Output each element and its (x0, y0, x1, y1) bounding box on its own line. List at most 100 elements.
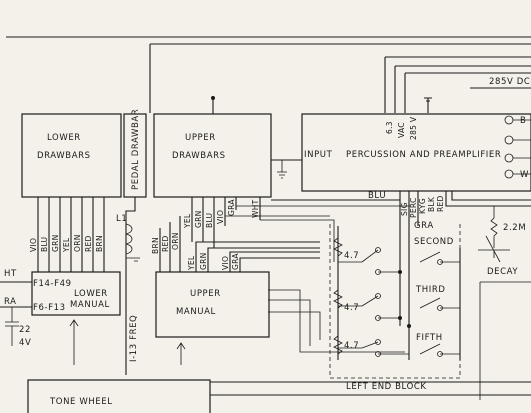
um-wire-gra: GRA (231, 253, 240, 270)
upper-manual-label-2: MANUAL (176, 307, 216, 317)
label-f14-f49: F14-F49 (33, 279, 72, 289)
label-f6-f13: F6-F13 (33, 303, 66, 313)
perc-lead-4 (445, 191, 531, 207)
upper-wire-vio: VIO (216, 210, 225, 224)
lower-manual-arrow (69, 319, 79, 365)
upper-manual-arrow (176, 342, 186, 365)
link-wire-orn: ORN (171, 232, 180, 250)
upper-manual-wires (195, 241, 320, 272)
lower-manual-label-2: MANUAL (70, 300, 110, 310)
input-ground (277, 160, 287, 179)
label-l1: L1 (116, 214, 127, 224)
capacitor (5, 307, 19, 346)
upper-wire-grn: GRN (194, 210, 203, 228)
upper-manual-label-1: UPPER (190, 289, 221, 299)
label-ht: HT (4, 269, 17, 279)
link-wire-red: RED (161, 235, 170, 252)
tone-wheel-block (27, 379, 211, 413)
l1-ground (126, 257, 140, 262)
ground-lead (424, 97, 432, 113)
upper-wire-yel: YEL (183, 213, 192, 229)
coil-l1 (125, 223, 133, 255)
label-blk: BLK (427, 196, 436, 212)
label-6-3: 6.3 (385, 121, 394, 134)
blu-wire-label: BLU (368, 191, 386, 201)
um-wire-yel: YEL (187, 255, 196, 271)
junction-switch-2 (398, 316, 402, 320)
output-jack-leads (513, 119, 531, 175)
upper-wire-gra: GRA (227, 199, 236, 216)
label-285v: 285 V (409, 116, 418, 140)
bus-3 (260, 219, 335, 262)
switch-fifth-contact (437, 351, 443, 357)
resistor-2-2m (490, 206, 498, 248)
lower-wire-orn: ORN (73, 234, 82, 252)
output-jack-3 (504, 153, 514, 163)
left-end-block-outline (329, 224, 461, 379)
switch-third-contact (437, 305, 443, 311)
output-label-b: B (520, 116, 526, 126)
lower-wire-blu: BLU (40, 237, 49, 252)
upper-manual-block (155, 271, 270, 338)
lower-wire-grn: GRN (51, 234, 60, 252)
upper-drawbar-wires (191, 197, 261, 248)
label-2-2m: 2.2M (503, 223, 526, 233)
switch-second (419, 251, 460, 263)
right-frame (479, 281, 531, 400)
resistor-4-7-c (333, 330, 343, 360)
label-285v-dc: 285V DC (489, 77, 530, 87)
top-feed-line-3 (394, 65, 531, 113)
label-red: RED (436, 195, 445, 212)
pedal-drawbar-lead (125, 197, 136, 320)
lower-wire-red: RED (84, 235, 93, 252)
top-feed-line-1 (149, 43, 531, 100)
top-feed-line-4 (404, 72, 531, 113)
left-end-block-label: LEFT END BLOCK (346, 382, 427, 392)
lower-drawbars-label-2: DRAWBARS (37, 151, 91, 161)
resistor-4-7-b (333, 284, 343, 314)
input-label: INPUT (304, 150, 333, 160)
label-4-7-a: 4.7 (344, 251, 359, 261)
percussion-preamp-label: PERCUSSION AND PREAMPLIFIER (346, 150, 501, 160)
lower-wire-yel: YEL (62, 237, 71, 253)
upper-wire-blu: BLU (205, 213, 214, 228)
label-cap-4v: 4V (19, 338, 31, 348)
label-kyg: KYG (418, 198, 427, 214)
output-label-w: W (520, 170, 529, 180)
upper-drawbars-label-2: DRAWBARS (172, 151, 226, 161)
label-i13-freq: I-13 FREQ (129, 315, 139, 362)
switch-second-contact (437, 259, 443, 265)
um-wire-grn: GRN (199, 252, 208, 270)
junction-dot (211, 96, 215, 100)
resistor-4-7-a (333, 232, 343, 262)
switch-feed-wires (268, 289, 405, 353)
lower-manual-label-1: LOWER (74, 289, 108, 299)
label-fifth: FIFTH (416, 333, 443, 343)
decay-label: DECAY (487, 267, 518, 277)
label-third: THIRD (415, 285, 446, 295)
output-jack-2 (504, 135, 514, 145)
label-4-7-c: 4.7 (344, 341, 359, 351)
label-sig: SIG (400, 202, 409, 216)
top-feed-line-2 (384, 56, 531, 113)
switch-fifth (419, 343, 460, 355)
manual-link-wires (159, 216, 181, 272)
lower-manual-block (31, 271, 121, 316)
um-wire-vio: VIO (221, 256, 230, 270)
label-ra: RA (4, 297, 17, 307)
upper-wire-wht: WHT (251, 199, 260, 218)
link-wire-brn: BRN (151, 237, 160, 254)
tone-wheel-label: TONE WHEEL (49, 397, 113, 407)
switch-third (419, 297, 460, 309)
percussion-preamp-block (301, 113, 531, 192)
pedal-drawbar-label: PEDAL DRAWBAR (131, 109, 141, 190)
label-vac: VAC (397, 122, 406, 138)
switch-contacts (338, 247, 409, 357)
lower-drawbar-wires (37, 197, 105, 272)
label-second: SECOND (414, 237, 454, 247)
output-jack-w (504, 169, 514, 179)
junction-switch-1 (398, 270, 402, 274)
lower-drawbars-label-1: LOWER (47, 133, 81, 143)
label-perc: PERC (409, 197, 418, 218)
